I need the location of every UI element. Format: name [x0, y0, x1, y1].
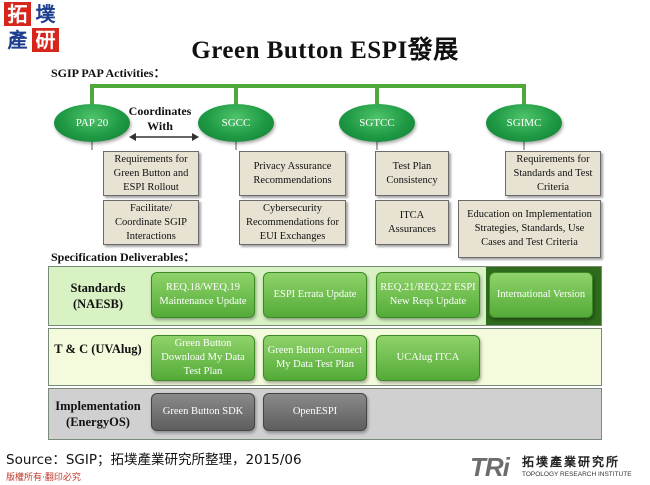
deliverable-req18: REQ.18/WEQ.19 Maintenance Update	[151, 272, 255, 318]
box-sgcc-privacy: Privacy Assurance Recommendations	[239, 151, 346, 196]
pap-activities-label: SGIP PAP Activities：	[51, 66, 166, 80]
box-pap20-requirements: Requirements for Green Button and ESPI R…	[103, 151, 199, 196]
deliverable-connect-test-plan: Green Button Connect My Data Test Plan	[263, 335, 367, 381]
institute-name-zh: 拓墣產業研究所	[522, 455, 621, 469]
logo-char: 研	[32, 28, 59, 52]
box-sgcc-cybersecurity: Cybersecurity Recommendations for EUI Ex…	[239, 200, 346, 245]
oval-sgimc: SGIMC	[486, 104, 562, 142]
oval-sgcc: SGCC	[198, 104, 274, 142]
box-sgimc-requirements: Requirements for Standards and Test Crit…	[505, 151, 601, 196]
box-sgimc-education: Education on Implementation Strategies, …	[458, 200, 601, 258]
tri-mark: TRi	[470, 452, 510, 482]
box-pap20-facilitate: Facilitate/ Coordinate SGIP Interactions	[103, 200, 199, 245]
deliverable-ucalug-itca: UCAlug ITCA	[376, 335, 480, 381]
institute-name-en: TOPOLOGY RESEARCH INSTITUTE	[522, 471, 632, 478]
oval-pap20: PAP 20	[54, 104, 130, 142]
deliverable-req21: REQ.21/REQ.22 ESPI New Reqs Update	[376, 272, 480, 318]
logo: 拓 墣 產 研	[4, 2, 64, 54]
copyright-notice: 版權所有‧翻印必究	[6, 473, 81, 483]
deliverable-sdk: Green Button SDK	[151, 393, 255, 431]
logo-char: 拓	[4, 2, 31, 26]
deliverable-espi-errata: ESPI Errata Update	[263, 272, 367, 318]
logo-char: 產	[7, 28, 28, 52]
deliverable-openespi: OpenESPI	[263, 393, 367, 431]
spec-deliverables-label: Specification Deliverables：	[51, 250, 196, 264]
tri-logo: TRi 拓墣產業研究所 TOPOLOGY RESEARCH INSTITUTE	[470, 452, 648, 484]
page-title: Green Button ESPI發展	[191, 37, 459, 64]
tc-label: T & C (UVAlug)	[54, 342, 142, 356]
box-sgtcc-itca: ITCA Assurances	[375, 200, 449, 245]
standards-label: Standards (NAESB)	[70, 281, 126, 311]
implementation-label: Implementation (EnergyOS)	[55, 399, 141, 429]
deliverable-download-test-plan: Green Button Download My Data Test Plan	[151, 335, 255, 381]
coordinates-with-label: Coordinates With	[128, 104, 192, 133]
deliverable-international: International Version	[489, 272, 593, 318]
box-sgtcc-test-plan: Test Plan Consistency	[375, 151, 449, 196]
logo-char: 墣	[35, 2, 56, 26]
source-note: Source：SGIP；拓墣產業研究所整理，2015/06	[6, 452, 302, 468]
oval-sgtcc: SGTCC	[339, 104, 415, 142]
